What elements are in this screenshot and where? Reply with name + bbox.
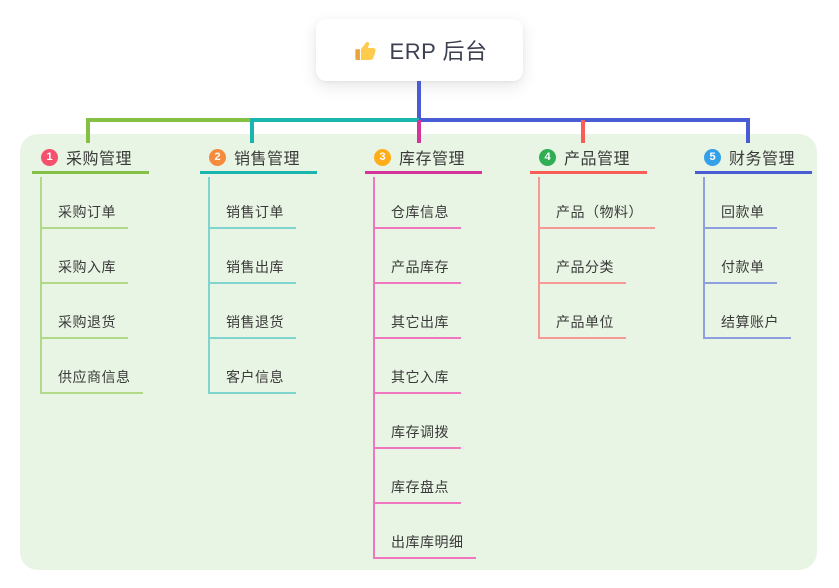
child-topic[interactable]: 结算账户 [703,311,791,339]
branch-trunk-line [40,177,42,394]
child-topic[interactable]: 客户信息 [208,366,296,394]
branch-drop-line [581,120,585,143]
branch-number-badge: 2 [209,148,226,166]
child-topic[interactable]: 仓库信息 [373,201,461,229]
branch-number-badge: 5 [704,148,721,166]
branch-label: 采购管理 [66,151,133,168]
branch-header[interactable]: 4 产品管理 [530,143,647,174]
branch-trunk-line [208,177,210,394]
child-topic[interactable]: 其它入库 [373,366,461,394]
canvas-panel [20,134,817,570]
thumbs-up-icon [354,41,376,60]
branch-header[interactable]: 3 库存管理 [365,143,482,174]
branch-trunk-line [538,177,540,339]
branch-header[interactable]: 2 销售管理 [200,143,317,174]
branch-drop-line [86,118,90,143]
branch-label: 库存管理 [399,151,466,168]
child-topic[interactable]: 销售出库 [208,256,296,284]
child-topic[interactable]: 回款单 [703,201,777,229]
child-topic[interactable]: 库存调拨 [373,421,461,449]
child-topic[interactable]: 产品单位 [538,311,626,339]
child-topic[interactable]: 采购订单 [40,201,128,229]
branch-label: 财务管理 [729,151,796,168]
child-topic[interactable]: 出库库明细 [373,531,476,559]
child-topic[interactable]: 销售订单 [208,201,296,229]
root-connector-line [417,81,421,122]
branch-label: 销售管理 [234,151,301,168]
branch-number-badge: 1 [41,148,58,166]
branch-drop-line [250,118,254,143]
child-topic[interactable]: 采购入库 [40,256,128,284]
branch-trunk-line [703,177,705,339]
child-topic[interactable]: 销售退货 [208,311,296,339]
root-node-erp[interactable]: ERP 后台 [316,19,523,81]
branch-number-badge: 3 [374,148,391,166]
bus-segment-sales [250,118,419,122]
child-topic[interactable]: 采购退货 [40,311,128,339]
child-topic[interactable]: 产品（物料） [538,201,655,229]
branch-drop-line [417,120,421,143]
branch-number-badge: 4 [539,148,556,166]
child-topic[interactable]: 库存盘点 [373,476,461,504]
child-topic[interactable]: 供应商信息 [40,366,143,394]
root-node-title: ERP 后台 [389,39,488,64]
branch-trunk-line [373,177,375,559]
bus-segment-purchase [86,118,252,122]
branch-label: 产品管理 [564,151,631,168]
child-topic[interactable]: 其它出库 [373,311,461,339]
branch-drop-line [746,118,750,143]
child-topic[interactable]: 付款单 [703,256,777,284]
branch-header[interactable]: 1 采购管理 [32,143,149,174]
child-topic[interactable]: 产品分类 [538,256,626,284]
child-topic[interactable]: 产品库存 [373,256,461,284]
branch-header[interactable]: 5 财务管理 [695,143,812,174]
